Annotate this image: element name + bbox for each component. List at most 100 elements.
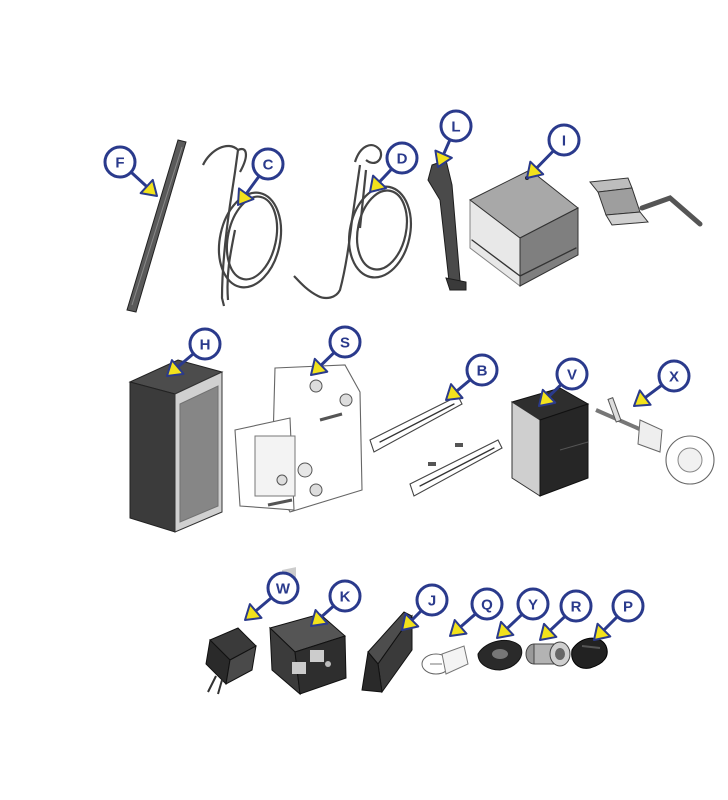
callout-f: F xyxy=(103,145,158,197)
callout-label: S xyxy=(340,335,350,352)
part-p-black-knob xyxy=(571,637,608,669)
part-s-latch-mechanism xyxy=(234,364,363,513)
callout-arrowhead xyxy=(244,603,263,621)
callout-circle xyxy=(328,579,362,613)
callout-circle xyxy=(559,589,593,623)
callout-w: W xyxy=(244,571,300,621)
callout-c: C xyxy=(237,147,285,206)
part-d-coiled-cable-hook xyxy=(293,144,412,300)
callout-p: P xyxy=(593,589,645,641)
callout-leader xyxy=(644,383,663,399)
callout-j: J xyxy=(401,583,449,631)
callout-h: H xyxy=(166,327,222,377)
part-y-black-cam xyxy=(477,639,523,671)
callout-arrowhead xyxy=(401,612,420,631)
part-w-switch xyxy=(205,627,257,695)
callout-l: L xyxy=(434,109,473,168)
callout-leader xyxy=(254,596,273,613)
callout-arrowhead xyxy=(496,620,515,639)
callout-arrowhead xyxy=(593,622,612,641)
callout-arrowhead xyxy=(166,359,185,377)
callout-arrowhead xyxy=(445,383,464,401)
callout-label: V xyxy=(567,367,577,384)
callout-leader xyxy=(548,383,563,398)
callout-label: P xyxy=(623,599,633,616)
part-r-bushing xyxy=(525,641,571,667)
callout-circle xyxy=(251,147,285,181)
part-i-box-cover xyxy=(469,169,579,288)
callout-label: J xyxy=(428,593,436,610)
part-f-flat-bar xyxy=(126,139,187,313)
callout-arrowhead xyxy=(139,178,158,197)
callout-leader xyxy=(320,351,336,367)
callout-label: Y xyxy=(528,597,538,614)
callout-label: L xyxy=(451,119,460,136)
callout-leader xyxy=(602,615,619,632)
callout-leader xyxy=(549,615,567,632)
callout-leader xyxy=(245,175,261,195)
callout-arrowhead xyxy=(237,187,255,206)
callout-label: I xyxy=(562,133,566,150)
callout-arrowhead xyxy=(310,357,329,376)
callout-y: Y xyxy=(496,587,550,639)
callout-circle xyxy=(385,141,419,175)
part-b-strips xyxy=(369,395,503,497)
part-x-shaft-assembly xyxy=(595,397,715,485)
callout-leader xyxy=(410,609,423,622)
callout-circle xyxy=(555,357,589,391)
callout-i: I xyxy=(526,123,581,179)
callout-circle xyxy=(516,587,550,621)
callout-circle xyxy=(470,587,504,621)
part-l-bent-strap xyxy=(427,159,467,291)
callout-x: X xyxy=(633,359,691,407)
callout-leader xyxy=(130,171,148,188)
callout-arrowhead xyxy=(449,619,468,637)
callout-leader xyxy=(320,604,335,618)
callout-circle xyxy=(657,359,691,393)
callout-b: B xyxy=(445,353,499,401)
part-j-angle-bracket xyxy=(361,611,413,694)
callout-circle xyxy=(328,325,362,359)
callout-leader xyxy=(506,613,524,630)
callout-r: R xyxy=(539,589,593,641)
callout-label: W xyxy=(276,581,291,598)
part-c-coiled-cable xyxy=(202,144,283,307)
part-h-tall-box xyxy=(128,359,224,533)
callout-leader xyxy=(442,139,452,155)
callout-arrowhead xyxy=(369,174,388,193)
callout-leader xyxy=(455,378,472,393)
callout-arrowhead xyxy=(538,388,557,407)
part-q-clear-knob xyxy=(421,645,469,675)
callout-label: C xyxy=(263,157,274,174)
part-small-bracket xyxy=(589,177,649,226)
callout-arrowhead xyxy=(526,160,545,179)
callout-arrowhead xyxy=(434,149,453,168)
callout-label: R xyxy=(571,599,582,616)
callout-label: X xyxy=(669,369,679,386)
callout-circle xyxy=(188,327,222,361)
callout-circle xyxy=(611,589,645,623)
callout-circle xyxy=(439,109,473,143)
callout-label: F xyxy=(115,155,124,172)
callout-arrowhead xyxy=(539,622,558,641)
callout-v: V xyxy=(538,357,589,407)
callout-circle xyxy=(415,583,449,617)
callout-leader xyxy=(535,149,555,170)
callout-label: D xyxy=(397,151,408,168)
callouts: F C D L I H S B V X W K J Q Y R P xyxy=(103,109,691,641)
callout-s: S xyxy=(310,325,362,376)
callout-leader xyxy=(378,167,393,183)
callout-label: Q xyxy=(481,597,493,614)
callout-leader xyxy=(459,612,477,628)
callout-d: D xyxy=(369,141,419,193)
callout-circle xyxy=(547,123,581,157)
part-bent-rod xyxy=(639,195,703,227)
callout-k: K xyxy=(310,579,362,627)
callout-circle xyxy=(266,571,300,605)
callout-arrowhead xyxy=(310,608,329,627)
callout-arrowhead xyxy=(633,389,652,407)
callout-leader xyxy=(176,352,195,369)
callout-q: Q xyxy=(449,587,504,637)
callout-label: H xyxy=(200,337,211,354)
